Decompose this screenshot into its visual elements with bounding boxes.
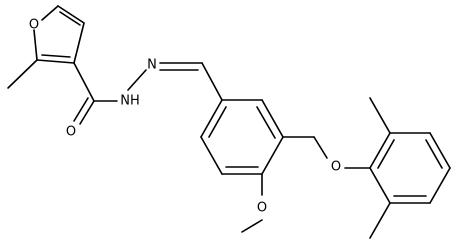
bond-ring1-f: [200, 99, 223, 138]
bond-ring1-c: [261, 136, 284, 175]
bonds: [7, 5, 451, 239]
bond-methyl-furan: [7, 59, 38, 89]
bond-furan-c3-c2: [36, 59, 75, 64]
bond-carbonyl-o: [79, 100, 95, 125]
bond-carbonyl-o-double: [73, 97, 89, 122]
bond-furan-c5-c4-double: [59, 11, 81, 26]
bond-ring2-f: [369, 167, 391, 204]
bond-c3-carbonyl: [73, 62, 95, 102]
bond-ring1-e: [200, 136, 223, 175]
bond-methoxy-ch3: [241, 219, 263, 233]
atom-label-amide-o: O: [66, 125, 76, 140]
bond-furan-c5-c4: [57, 5, 85, 24]
bond-ring1-f-double: [208, 106, 227, 138]
bond-ring1-b: [261, 99, 284, 138]
bond-furan-c3-c2-double: [41, 54, 71, 58]
atom-label-ether-o: O: [331, 160, 341, 175]
atom-label-hydrazone-n: N: [147, 58, 157, 73]
bond-nh-n: [127, 69, 147, 91]
atom-labels: O O N NH O O: [29, 18, 341, 216]
atom-label-furan-o: O: [29, 18, 39, 33]
bond-ch2-o: [313, 136, 328, 159]
bond-furan-o-c5: [41, 5, 59, 21]
bond-ring2-a: [369, 132, 391, 169]
atom-label-methoxy-o: O: [257, 201, 267, 216]
bond-ring2-c-double: [425, 139, 443, 169]
bond-ring2-a-double: [377, 139, 395, 169]
bond-ring2-d: [429, 167, 451, 204]
bond-methyl-top: [369, 97, 391, 134]
bond-furan-c2-o: [33, 29, 38, 61]
bond-furan-c4-c3: [73, 22, 85, 64]
bond-ring1-b-double: [256, 106, 276, 139]
bond-methyl-bottom: [369, 202, 391, 239]
bond-ch-aryl: [201, 62, 223, 101]
atom-label-amide-nh: NH: [120, 94, 140, 109]
bond-ring2-c: [429, 132, 451, 169]
